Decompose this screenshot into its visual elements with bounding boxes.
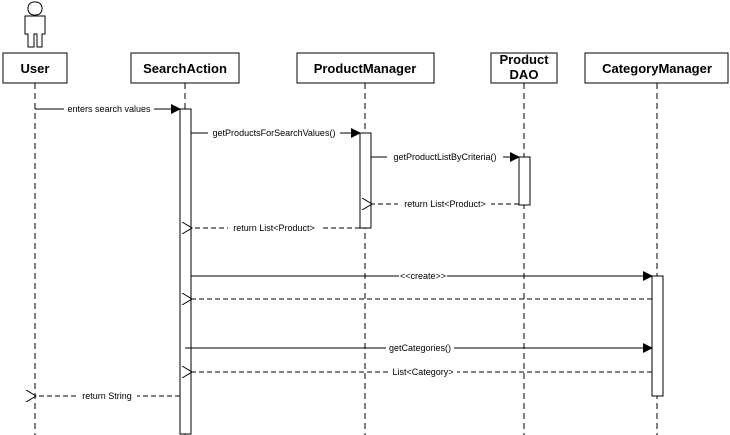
participant-product-manager-label: ProductManager <box>314 61 417 76</box>
activation-product-manager <box>359 132 372 229</box>
message-get-products-for-search-values: getProductsForSearchValues() <box>191 127 361 138</box>
message-create: <<create>> <box>191 270 653 281</box>
activation-product-dao <box>518 156 531 206</box>
message-label: getProductsForSearchValues() <box>213 128 336 138</box>
participant-product-dao: Product DAO <box>490 52 558 84</box>
message-label: List<Category> <box>392 367 453 377</box>
message-get-product-list-by-criteria: getProductListByCriteria() <box>371 151 520 162</box>
message-enters-search-values: enters search values <box>35 103 181 114</box>
participant-user-label: User <box>21 61 50 76</box>
message-return-string: return String <box>36 390 180 401</box>
participant-category-manager: CategoryManager <box>584 52 729 84</box>
message-return-list-product-dao: return List<Product> <box>372 198 519 209</box>
participant-user: User <box>2 52 68 84</box>
message-label: return List<Product> <box>404 199 486 209</box>
message-return-list-product-manager: return List<Product> <box>192 222 360 233</box>
participant-product-dao-label-line1: Product <box>499 52 549 67</box>
message-list-category: List<Category> <box>192 366 652 377</box>
message-label: <<create>> <box>400 271 446 281</box>
message-label: return String <box>82 391 132 401</box>
activation-category-manager <box>651 275 664 397</box>
participant-product-dao-label-line2: DAO <box>510 67 539 82</box>
activation-search-action <box>179 108 192 435</box>
actor-icon <box>24 1 46 48</box>
message-label: getCategories() <box>389 343 451 353</box>
message-label: getProductListByCriteria() <box>393 152 496 162</box>
participant-category-manager-label: CategoryManager <box>602 61 712 76</box>
message-label: return List<Product> <box>233 223 315 233</box>
participant-search-action-label: SearchAction <box>143 61 227 76</box>
participant-search-action: SearchAction <box>130 52 240 84</box>
message-label: enters search values <box>67 104 151 114</box>
participant-product-manager: ProductManager <box>296 52 435 84</box>
message-get-categories: getCategories() <box>185 342 653 353</box>
